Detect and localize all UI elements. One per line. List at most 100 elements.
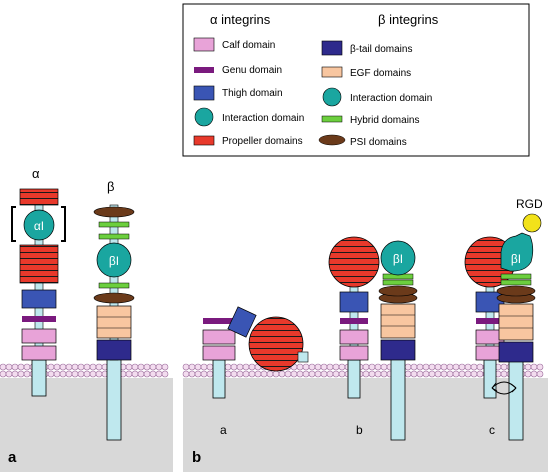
lipid-head — [296, 363, 304, 371]
propeller-domain-swatch — [193, 135, 215, 146]
lipid-head — [236, 370, 244, 378]
lipid-head — [194, 370, 202, 378]
legend-calf-label: Calf domain — [222, 40, 275, 51]
lipid-head — [230, 363, 238, 371]
legend-genu-label: Genu domain — [222, 65, 282, 76]
integrin-state-extended-closed: βI b — [328, 236, 418, 441]
lipid-head — [278, 370, 286, 378]
hybrid-domain-swatch — [321, 115, 343, 123]
beta-i-label: βI — [109, 254, 119, 268]
lipid-head — [131, 363, 139, 371]
lipid-head — [53, 370, 61, 378]
alpha-i-interaction-domain — [23, 209, 55, 241]
legend-hybrid-label: Hybrid domains — [350, 115, 419, 126]
lipid-head — [17, 370, 25, 378]
propeller-domains — [19, 188, 59, 206]
lipid-head — [434, 363, 442, 371]
lipid-head — [452, 370, 460, 378]
lipid-head — [374, 370, 382, 378]
hybrid-domain — [98, 233, 130, 240]
alpha-transmembrane — [483, 359, 497, 399]
lipid-head — [248, 363, 256, 371]
lipid-head — [65, 363, 73, 371]
lipid-head — [272, 370, 280, 378]
beta-interaction-domain-swatch — [322, 87, 342, 107]
propeller-domains — [19, 244, 59, 284]
thigh-domain-swatch — [193, 85, 215, 101]
lipid-head — [83, 363, 91, 371]
lipid-head — [308, 363, 316, 371]
lipid-head — [368, 370, 376, 378]
panel-a-label: a — [8, 449, 17, 466]
lipid-head — [470, 363, 478, 371]
psi-domain — [93, 206, 135, 218]
lipid-head — [500, 363, 508, 371]
rgd-label: RGD — [516, 197, 543, 211]
lipid-head — [500, 370, 508, 378]
lipid-head — [530, 370, 538, 378]
lipid-head — [182, 363, 190, 371]
lipid-head — [89, 370, 97, 378]
lipid-head — [434, 370, 442, 378]
thigh-domain — [227, 306, 257, 338]
alpha-transmembrane — [31, 359, 47, 397]
egf-domains — [380, 303, 416, 339]
lipid-head — [83, 370, 91, 378]
lipid-head — [320, 370, 328, 378]
lipid-head — [410, 370, 418, 378]
lipid-head — [536, 370, 544, 378]
lipid-head — [440, 363, 448, 371]
lipid-head — [11, 370, 19, 378]
lipid-head — [131, 370, 139, 378]
lipid-head — [266, 370, 274, 378]
lipid-head — [260, 370, 268, 378]
genu-domain — [22, 316, 56, 322]
lipid-head — [302, 363, 310, 371]
alpha-transmembrane — [347, 359, 361, 399]
lipid-head — [143, 363, 151, 371]
beta-transmembrane — [106, 357, 122, 441]
thigh-domain — [21, 289, 57, 309]
lipid-head — [155, 363, 163, 371]
lipid-head — [296, 370, 304, 378]
lipid-head — [242, 370, 250, 378]
legend-thigh-label: Thigh domain — [222, 88, 283, 99]
legend-alpha-interaction-label: Interaction domain — [222, 113, 304, 124]
beta-i-interaction-domain — [380, 240, 416, 276]
propeller-domains — [248, 316, 304, 372]
lipid-head — [89, 363, 97, 371]
rgd-ligand — [522, 213, 542, 233]
beta-tail-domain-swatch — [321, 40, 343, 56]
state-b-label: b — [356, 423, 363, 437]
integrin-state-extended-open: βI RGD c — [464, 197, 543, 441]
state-c-label: c — [489, 423, 495, 437]
beta-tail-domain — [498, 341, 534, 363]
lipid-head — [224, 370, 232, 378]
lipid-head — [59, 370, 67, 378]
genu-domain — [340, 318, 368, 324]
hybrid-domain — [98, 282, 130, 289]
beta-tail-domain — [96, 339, 132, 361]
lipid-head — [428, 363, 436, 371]
separation-arrowhead — [491, 382, 498, 392]
psi-domain — [496, 285, 536, 297]
legend-psi-label: PSI domains — [350, 137, 407, 148]
lipid-head — [77, 370, 85, 378]
beta-subunit-label: β — [107, 179, 114, 194]
lipid-head — [125, 363, 133, 371]
lipid-head — [428, 370, 436, 378]
alpha-calf-domain — [202, 329, 236, 345]
lipid-head — [188, 363, 196, 371]
propeller-domains — [328, 236, 380, 288]
beta-i-label: βI — [393, 252, 403, 266]
lipid-head — [65, 370, 73, 378]
lipid-head — [236, 363, 244, 371]
legend-alpha-heading: α integrins — [210, 12, 271, 27]
lipid-head — [470, 370, 478, 378]
lipid-head — [47, 370, 55, 378]
lipid-head — [71, 370, 79, 378]
beta-i-interaction-domain-open — [500, 232, 534, 272]
panel-a-cytoplasm — [0, 378, 173, 472]
alpha-i-label: αI — [34, 219, 44, 233]
